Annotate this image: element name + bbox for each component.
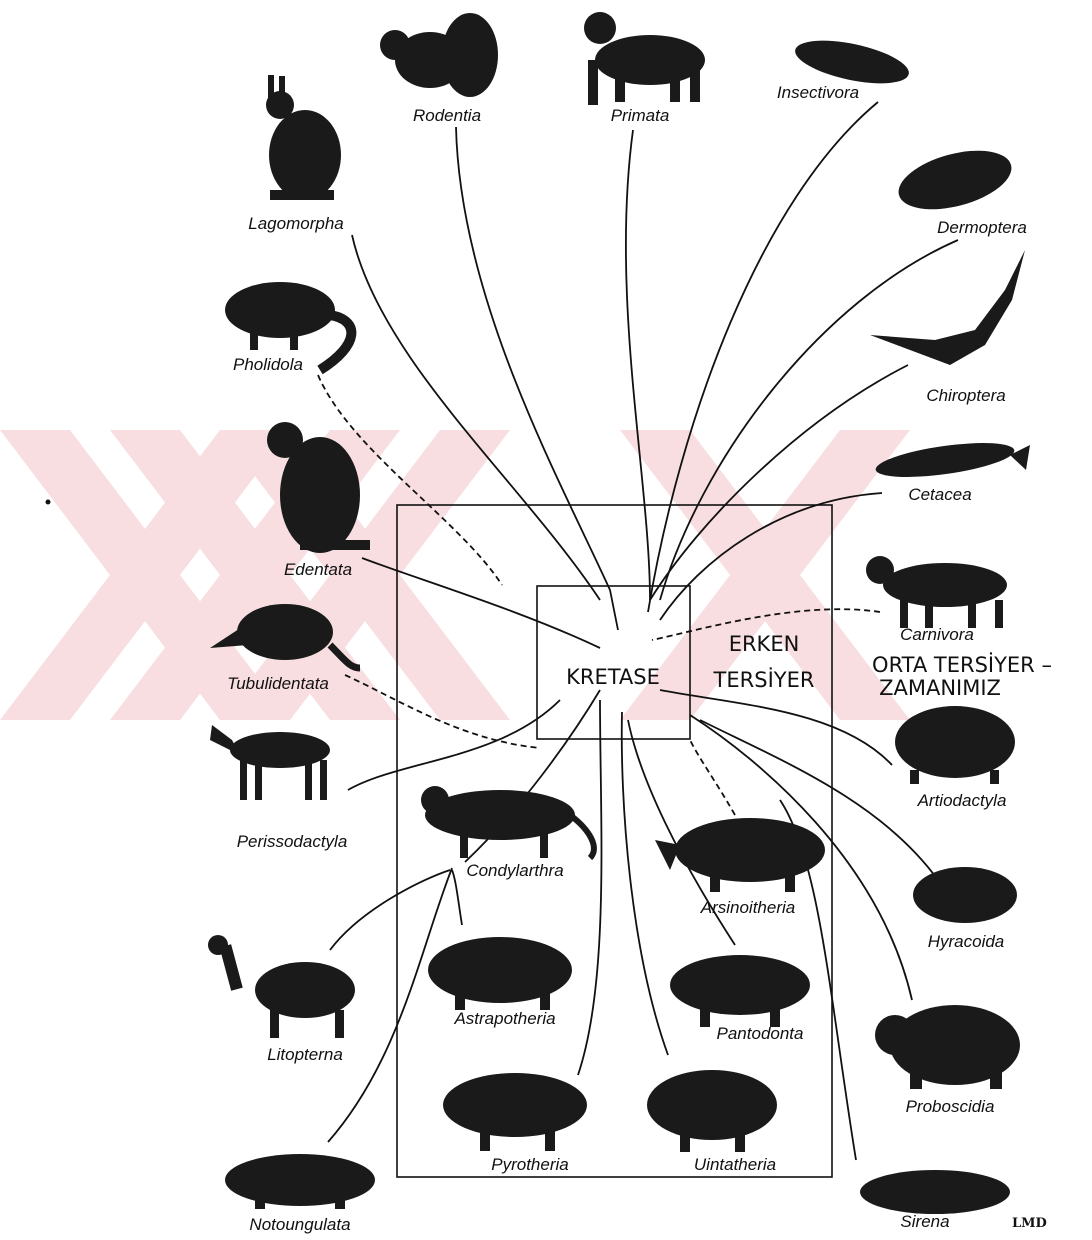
label-proboscidia: Proboscidia [906, 1097, 995, 1116]
sirenian-silhouette [860, 1170, 1010, 1214]
pantodont-silhouette [670, 955, 810, 1027]
label-dermoptera: Dermoptera [937, 218, 1027, 237]
artist-signature: LMD [1012, 1216, 1047, 1231]
line-arsinoitheria [690, 740, 735, 815]
hare-silhouette [266, 75, 341, 200]
hyrax-silhouette [913, 867, 1017, 923]
notoungulate-silhouette [225, 1154, 375, 1209]
label-artiodactyla: Artiodactyla [917, 791, 1007, 810]
line-rodentia [456, 127, 618, 630]
line-pyrotheria [578, 700, 601, 1075]
line-litopterna [330, 870, 450, 950]
astrapothere-silhouette [428, 937, 572, 1010]
label-sirena: Sirena [900, 1212, 949, 1231]
horse-silhouette [210, 725, 330, 800]
label-chiroptera: Chiroptera [926, 386, 1005, 405]
early-tertiary-label-1: ERKEN [729, 632, 800, 656]
arsinoitherium-silhouette [655, 818, 825, 892]
uintathere-silhouette [647, 1070, 777, 1152]
label-uintatheria: Uintatheria [694, 1155, 776, 1174]
label-lagomorpha: Lagomorpha [248, 214, 343, 233]
squirrel-silhouette [380, 13, 498, 97]
bat-silhouette [870, 250, 1025, 365]
label-rodentia: Rodentia [413, 106, 481, 125]
label-perissodactyla: Perissodactyla [237, 832, 348, 851]
line-uintatheria [622, 712, 668, 1055]
flying-lemur-silhouette [892, 140, 1018, 220]
label-insectivora: Insectivora [777, 83, 859, 102]
label-astrapotheria: Astrapotheria [453, 1009, 555, 1028]
label-litopterna: Litopterna [267, 1045, 343, 1064]
pyrothere-silhouette [443, 1073, 587, 1151]
label-arsinoitheria: Arsinoitheria [700, 898, 796, 917]
bison-silhouette [895, 706, 1015, 784]
label-notoungulata: Notoungulata [249, 1215, 350, 1234]
label-pantodonta: Pantodonta [717, 1024, 804, 1043]
mid-tertiary-label-2: ZAMANIMIZ [879, 676, 1001, 700]
cretaceous-label: KRETASE [566, 665, 660, 689]
label-pholidota: Pholidola [233, 355, 303, 374]
label-edentata: Edentata [284, 560, 352, 579]
label-hyracoida: Hyracoida [928, 932, 1005, 951]
early-tertiary-label-2: TERSİYER [713, 667, 815, 692]
wolf-silhouette [866, 556, 1007, 628]
label-carnivora: Carnivora [900, 625, 974, 644]
primate-silhouette [584, 12, 705, 105]
label-condylarthra: Condylarthra [466, 861, 563, 880]
label-tubulidentata: Tubulidentata [227, 674, 329, 693]
macrauchenia-silhouette [208, 935, 355, 1038]
elephant-silhouette [875, 1005, 1020, 1089]
line-astrapotheria [452, 870, 462, 925]
condylarth-silhouette [421, 786, 594, 858]
label-cetacea: Cetacea [908, 485, 971, 504]
label-primata: Primata [611, 106, 670, 125]
stray-dot [46, 500, 51, 505]
line-primata [626, 130, 650, 600]
label-pyrotheria: Pyrotheria [491, 1155, 568, 1174]
mid-tertiary-label-1: ORTA TERSİYER – [872, 652, 1052, 677]
